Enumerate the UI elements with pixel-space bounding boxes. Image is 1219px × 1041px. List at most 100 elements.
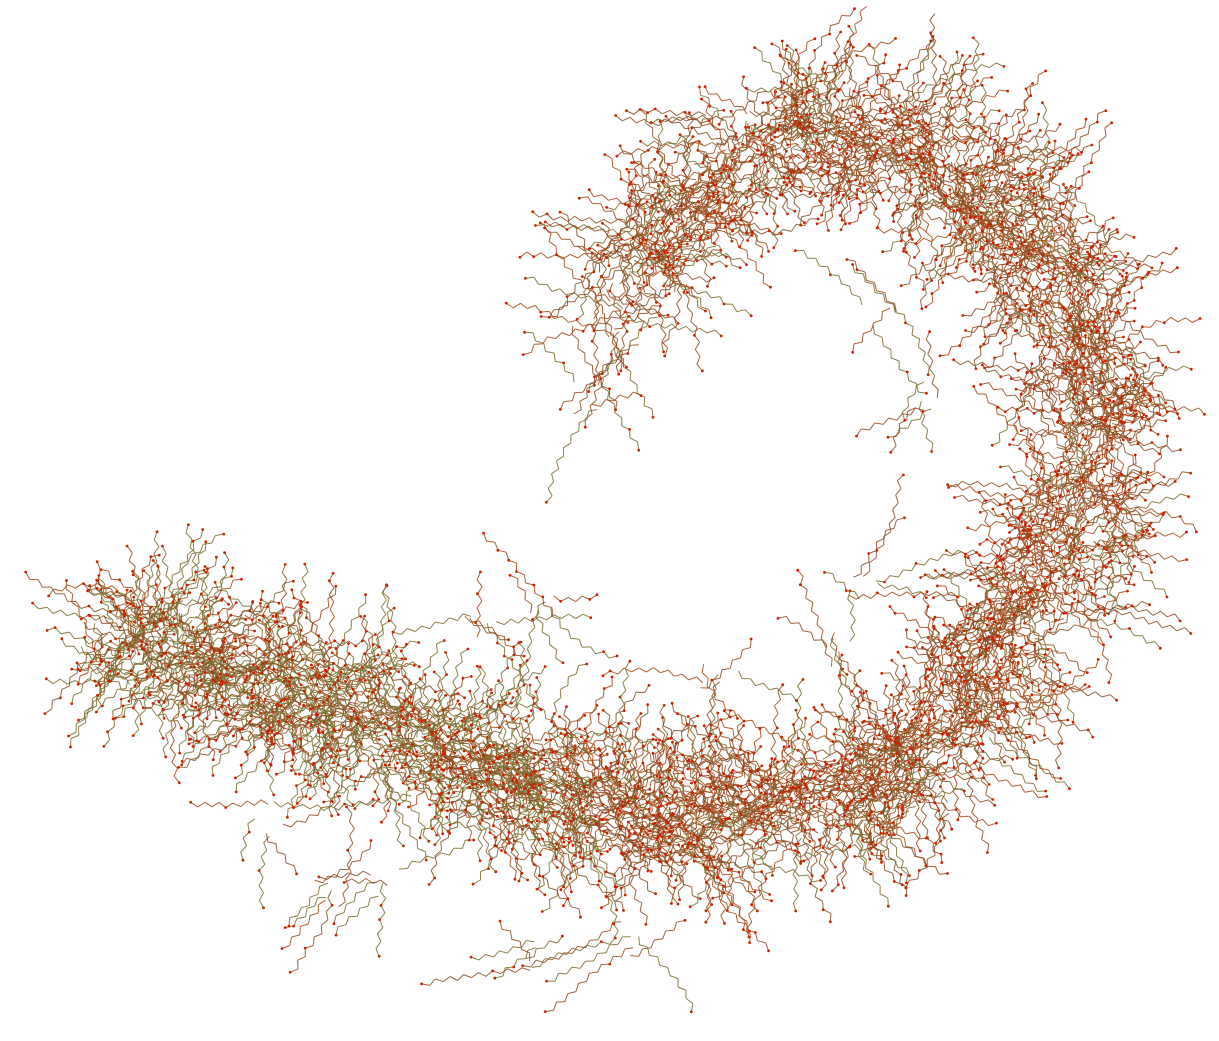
bond-line: [647, 293, 656, 298]
bond-line: [896, 172, 905, 174]
bond-line: [694, 327, 698, 336]
bond-line: [728, 188, 730, 197]
bond-line: [612, 210, 617, 219]
bond-line: [664, 347, 669, 357]
bond-line: [636, 308, 645, 311]
bond-line: [601, 268, 607, 277]
bond-line: [597, 371, 601, 381]
bond-line: [625, 295, 631, 303]
bond-line: [670, 283, 679, 288]
bond-line: [633, 185, 637, 194]
bond-line: [694, 334, 700, 343]
bond-line: [927, 50, 929, 59]
bond-line: [621, 273, 626, 283]
bond-line: [596, 329, 605, 332]
bond-line: [620, 318, 629, 323]
bond-line: [663, 274, 672, 277]
bond-line: [640, 290, 643, 299]
bond-line: [742, 210, 749, 219]
bond-line: [646, 181, 656, 184]
bond-line: [604, 294, 611, 302]
bond-line: [629, 241, 633, 250]
bond-line: [660, 327, 667, 335]
bond-line: [630, 337, 639, 342]
bond-line: [615, 348, 620, 357]
bond-line: [639, 251, 645, 260]
bond-line: [580, 305, 585, 315]
bond-line: [622, 323, 628, 332]
bond-line: [527, 305, 536, 309]
bond-line: [625, 217, 628, 227]
bond-line: [825, 141, 835, 143]
bond-line: [636, 265, 644, 272]
bond-line: [625, 311, 634, 315]
bond-line: [613, 327, 623, 330]
bond-line: [611, 342, 620, 349]
bond-line: [1083, 166, 1085, 175]
bond-line: [641, 265, 644, 274]
bond-line: [600, 378, 602, 388]
bond-line: [1081, 176, 1083, 186]
bond-line: [619, 311, 626, 319]
bond-line: [652, 220, 657, 229]
bond-line: [619, 258, 624, 268]
bond-line: [604, 321, 613, 327]
bond-line: [606, 240, 611, 250]
bond-line: [615, 355, 624, 360]
bond-line: [571, 334, 580, 341]
bond-line: [620, 360, 627, 368]
bond-line: [559, 304, 568, 309]
bond-line: [575, 281, 584, 285]
bond-line: [611, 158, 614, 168]
bond-line: [551, 288, 561, 292]
bond-line: [604, 329, 610, 338]
bond-line: [718, 205, 720, 215]
bond-line: [548, 233, 552, 242]
bond-line: [608, 252, 617, 258]
bond-line: [596, 294, 605, 297]
bond-line: [593, 311, 600, 319]
bond-line: [594, 241, 604, 244]
bond-line: [636, 250, 642, 259]
bond-line: [647, 164, 650, 174]
bond-line: [606, 289, 611, 298]
bond-line: [641, 173, 650, 179]
bond-line: [628, 316, 636, 323]
bond-line: [591, 247, 599, 255]
bond-line: [574, 328, 584, 332]
bond-line: [594, 293, 596, 302]
bond-line: [533, 276, 539, 285]
bond-line: [589, 241, 596, 249]
bond-line: [648, 285, 657, 292]
bond-line: [571, 326, 574, 335]
bond-line: [647, 158, 656, 166]
bond-line: [728, 215, 732, 224]
bond-line: [669, 281, 674, 290]
bond-line: [654, 299, 662, 306]
bond-line: [584, 261, 589, 270]
bond-line: [559, 288, 567, 296]
bond-line: [719, 296, 725, 305]
bond-line: [513, 302, 521, 309]
bond-line: [620, 254, 629, 261]
bond-line: [561, 301, 567, 310]
bond-line: [696, 213, 699, 222]
bond-line: [618, 258, 621, 267]
bond-line: [696, 298, 699, 308]
bond-line: [631, 263, 634, 273]
bond-line: [1014, 219, 1017, 228]
bond-line: [627, 255, 636, 261]
bond-line: [540, 310, 550, 313]
bond-line: [649, 208, 654, 218]
bond-line: [608, 268, 612, 278]
bond-line: [744, 309, 752, 317]
bond-line: [626, 288, 629, 297]
bond-line: [756, 201, 765, 203]
bond-line: [636, 262, 645, 265]
bond-line: [579, 196, 588, 199]
bond-line: [561, 316, 569, 323]
bond-line: [613, 254, 622, 259]
bond-line: [634, 162, 642, 168]
bond-line: [646, 222, 650, 232]
bond-line: [679, 248, 684, 257]
